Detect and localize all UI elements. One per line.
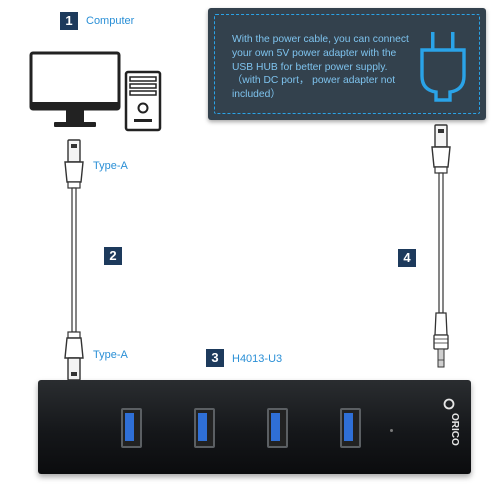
power-note-box: With the power cable, you can connect yo… [208,8,486,120]
dc-power-cable [431,124,451,368]
power-plug-icon [420,32,466,102]
usb-port-1 [121,408,142,448]
usb-cable-left [64,139,84,381]
desktop-tower-icon [124,70,162,132]
monitor-icon [29,51,121,127]
step-4-badge: 4 [398,249,416,267]
step-3-label: H4013-U3 [232,353,283,365]
step-1-badge: 1 [60,12,78,30]
power-note-text: With the power cable, you can connect yo… [232,34,409,101]
svg-text:ORICO: ORICO [449,413,460,446]
step-3-badge: 3 [206,349,224,367]
status-led [390,429,393,432]
usb-port-4 [340,408,361,448]
usb-port-3 [267,408,288,448]
step-1-label: Computer [86,15,135,27]
connector-top-label: Type-A [93,160,128,172]
usb-port-2 [194,408,215,448]
note-dashed-border [214,14,480,114]
step-2-badge: 2 [104,247,122,265]
usb-hub-device: ORICO [38,380,471,474]
orico-logo: ORICO [443,398,460,446]
connector-bottom-label: Type-A [93,349,128,361]
